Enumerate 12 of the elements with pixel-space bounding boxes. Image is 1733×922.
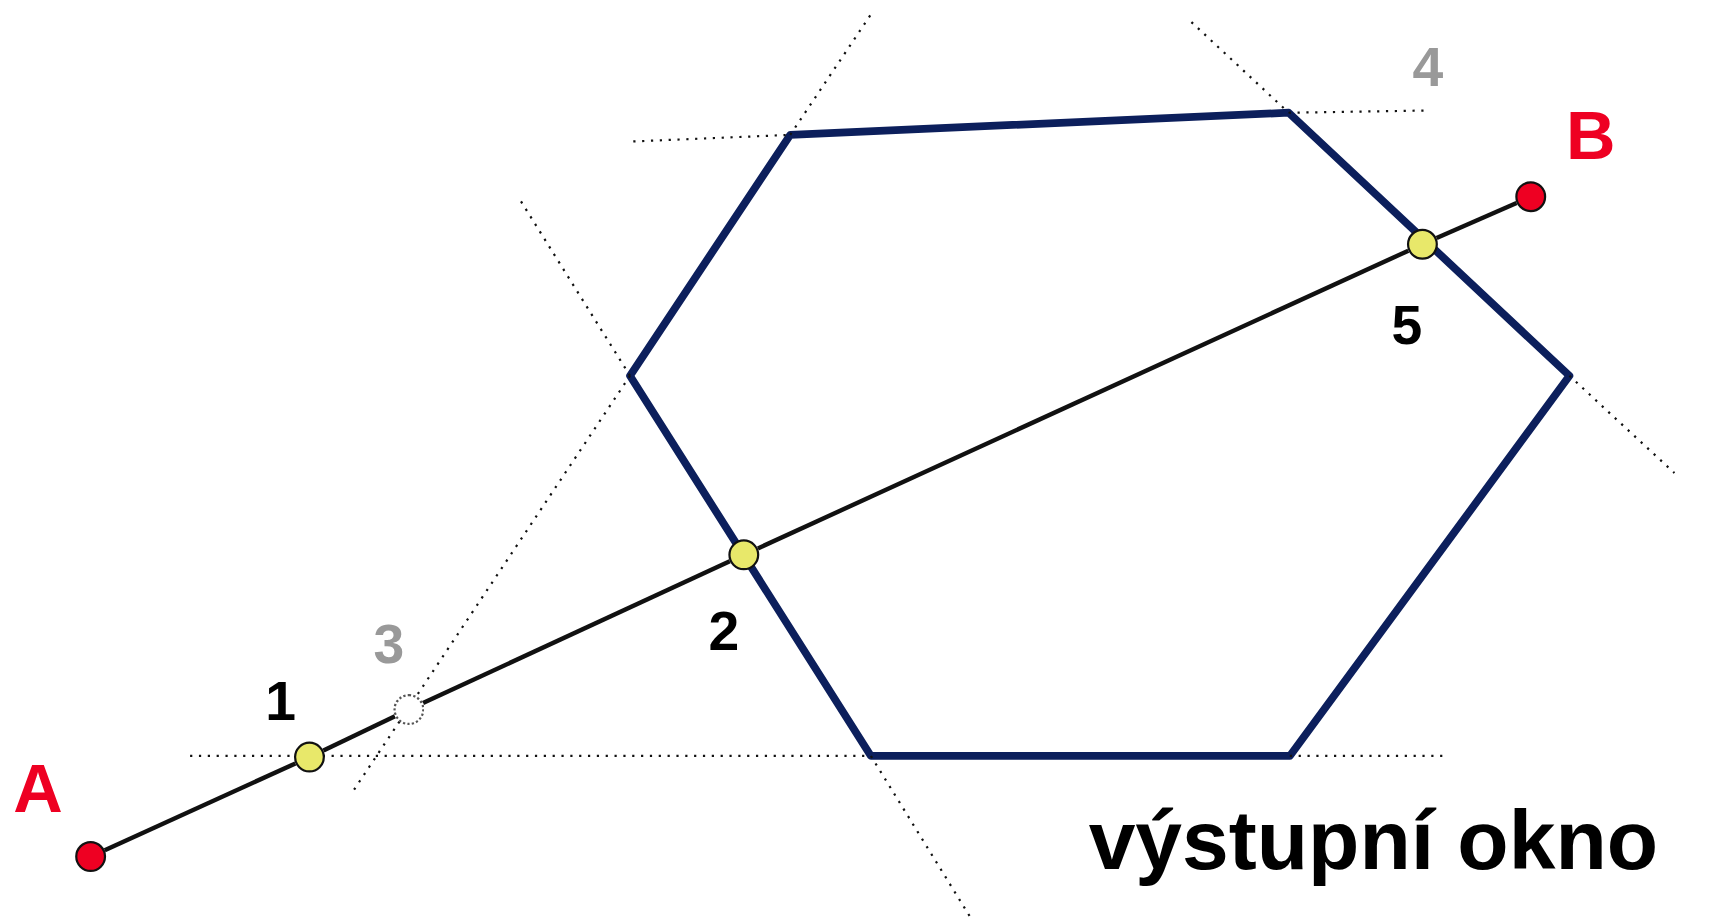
point-label: 2 [708, 603, 740, 659]
line-segment [103, 761, 297, 853]
line-segment [1435, 200, 1518, 241]
point-label: B [1566, 101, 1616, 171]
line-segment [422, 559, 731, 706]
corner-number: 4 [1412, 39, 1444, 96]
line-segment [756, 248, 1410, 551]
point-label: 5 [1391, 297, 1423, 353]
point-label: 1 [265, 673, 296, 729]
line-segment [322, 714, 396, 753]
point-label: A [13, 754, 63, 824]
point-label: 3 [373, 616, 405, 672]
